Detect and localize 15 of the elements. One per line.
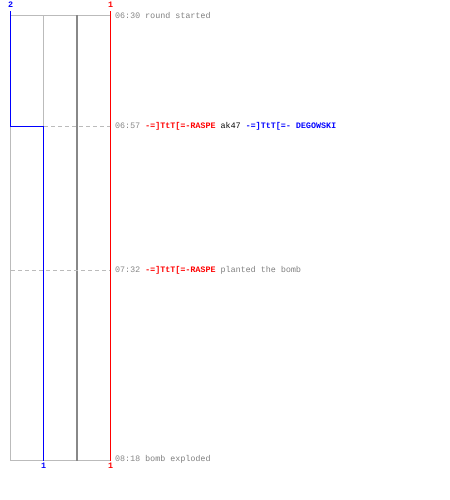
player-name: -=]TtT[=-RASPE (145, 265, 216, 275)
weapon-name: ak47 (220, 121, 241, 131)
player-count: 1 (40, 462, 46, 471)
event-text: planted the bomb (220, 265, 301, 275)
player-count: 1 (108, 1, 114, 10)
player-name: -=]TtT[=- DEGOWSKI (246, 121, 336, 131)
time: 06:57 (115, 121, 140, 131)
time: 08:18 (115, 454, 140, 464)
event-text: bomb exploded (145, 454, 210, 464)
player-count: 2 (8, 1, 14, 10)
time: 06:30 (115, 11, 140, 21)
player-name: -=]TtT[=-RASPE (145, 121, 216, 131)
time: 07:32 (115, 265, 140, 275)
event-text: round started (145, 11, 210, 21)
player-count: 1 (108, 462, 114, 471)
